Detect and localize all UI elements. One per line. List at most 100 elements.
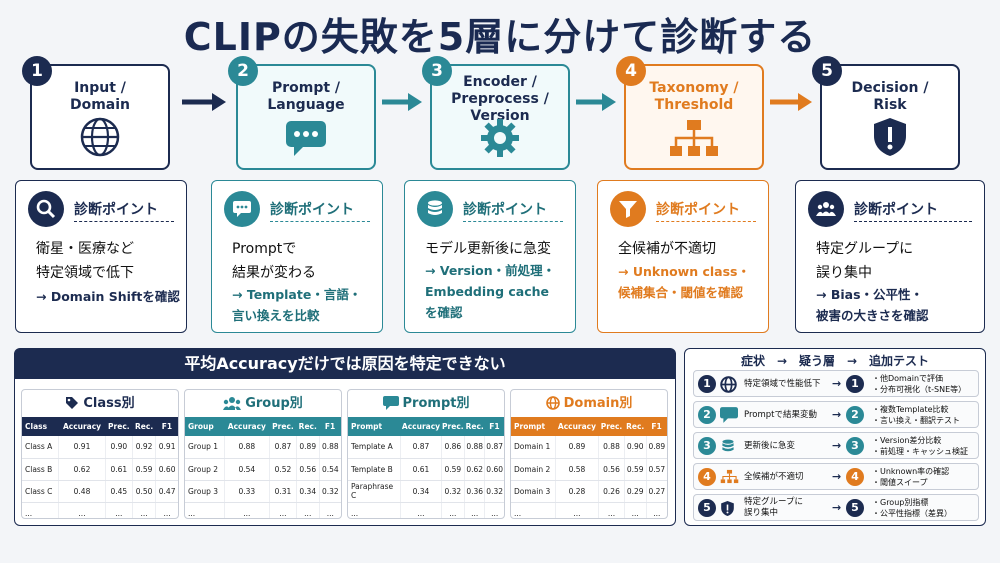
test-text: ・Unknown率の確認 ・閾値スイープ bbox=[872, 467, 950, 487]
layer-number: 3 bbox=[846, 437, 864, 455]
table-title: Class別 bbox=[83, 396, 135, 411]
stage-number: 5 bbox=[812, 56, 842, 86]
card-heading: 診断ポイント bbox=[270, 202, 354, 218]
shield-icon bbox=[721, 501, 734, 516]
card-action: → Version・前処理・ Embedding cache を確認 bbox=[425, 263, 556, 320]
layer-number: 2 bbox=[846, 406, 864, 424]
stage-number: 4 bbox=[616, 56, 646, 86]
database-icon bbox=[417, 191, 453, 227]
arrow-icon: → bbox=[832, 439, 842, 452]
stage-label: Encoder / Preprocess / Version bbox=[451, 74, 549, 124]
breakdown-banner: 平均Accuracyだけでは原因を特定できない bbox=[15, 349, 675, 379]
hierarchy-icon bbox=[720, 469, 739, 484]
stage-taxonomy-threshold: 4 Taxonomy / Threshold bbox=[616, 56, 764, 170]
stage-input-domain: 1 Input / Domain bbox=[22, 56, 170, 170]
group-icon bbox=[223, 397, 242, 410]
table-title: Prompt別 bbox=[402, 396, 470, 411]
flow-arrow-icon bbox=[770, 93, 812, 111]
card-body: Promptで 結果が変わる bbox=[232, 241, 316, 281]
flow-arrow-icon bbox=[576, 93, 616, 111]
row-number: 5 bbox=[698, 499, 716, 517]
table-row: ............... bbox=[348, 502, 504, 518]
row-number: 3 bbox=[698, 437, 716, 455]
symptom-test-panel: 症状 → 疑う層 → 追加テスト 1 特定領域で性能低下 → 1 ・他Domai… bbox=[684, 348, 986, 526]
diagnosis-card-taxonomy: 診断ポイント 全候補が不適切 → Unknown class・ 候補集合・閾値を… bbox=[597, 180, 769, 333]
card-action: → Domain Shiftを確認 bbox=[36, 289, 180, 304]
list-item: 2 Promptで結果変動 → 2 ・複数Template比較 ・言い換え・翻訳… bbox=[693, 401, 979, 428]
shield-icon bbox=[874, 118, 906, 156]
stage-label: Taxonomy / Threshold bbox=[649, 80, 739, 113]
globe-icon bbox=[545, 396, 560, 410]
table-header: Class別 bbox=[22, 390, 178, 417]
symptom-text: 全候補が不適切 bbox=[744, 471, 804, 482]
stage-label: Input / Domain bbox=[69, 80, 131, 113]
divider bbox=[854, 221, 972, 222]
arrow-icon: → bbox=[832, 501, 842, 514]
layer-number: 1 bbox=[846, 375, 864, 393]
table-row: ............... bbox=[511, 502, 667, 518]
card-body: 衛星・医療など 特定領域で低下 bbox=[36, 241, 134, 281]
card-heading: 診断ポイント bbox=[854, 202, 938, 218]
diagnosis-card-prompt: 診断ポイント Promptで 結果が変わる → Template・言語・ 言い換… bbox=[211, 180, 383, 333]
chat-bubble-icon bbox=[720, 407, 738, 423]
diagnosis-card-encoder: 診断ポイント モデル更新後に急変 → Version・前処理・ Embeddin… bbox=[404, 180, 576, 333]
globe-icon bbox=[80, 117, 120, 157]
stage-label: Prompt / Language bbox=[267, 80, 345, 113]
divider bbox=[656, 221, 756, 222]
stage-number: 1 bbox=[22, 56, 52, 86]
stage-number: 3 bbox=[422, 56, 452, 86]
database-icon bbox=[722, 439, 734, 452]
arrow-icon: → bbox=[832, 408, 842, 421]
globe-icon bbox=[720, 376, 737, 393]
search-icon bbox=[28, 191, 64, 227]
card-action: → Unknown class・ 候補集合・閾値を確認 bbox=[618, 264, 750, 300]
test-text: ・Group別指標 ・公平性指標（差異） bbox=[872, 498, 952, 518]
card-action: → Template・言語・ 言い換えを比較 bbox=[232, 287, 362, 323]
row-number: 4 bbox=[698, 468, 716, 486]
filter-icon bbox=[610, 191, 646, 227]
symptom-text: 特定グループに 誤り集中 bbox=[744, 497, 803, 518]
divider bbox=[74, 221, 174, 222]
arrow-icon: → bbox=[832, 470, 842, 483]
list-item: 3 更新後に急変 → 3 ・Version差分比較 ・前処理・キャッシュ検証 bbox=[693, 432, 979, 459]
stage-decision-risk: 5 Decision / Risk bbox=[812, 56, 960, 170]
card-action: → Bias・公平性・ 被害の大きさを確認 bbox=[816, 287, 929, 323]
gear-icon bbox=[481, 119, 519, 157]
symptom-text: Promptで結果変動 bbox=[744, 409, 817, 420]
stage-label: Decision / Risk bbox=[851, 80, 929, 113]
table-title: Domain別 bbox=[563, 396, 633, 411]
diagnosis-card-decision: 診断ポイント 特定グループに 誤り集中 → Bias・公平性・ 被害の大きさを確… bbox=[795, 180, 985, 333]
test-text: ・Version差分比較 ・前処理・キャッシュ検証 bbox=[872, 436, 968, 456]
table-row: ............... bbox=[185, 502, 341, 518]
stage-number: 2 bbox=[228, 56, 258, 86]
card-heading: 診断ポイント bbox=[74, 202, 158, 218]
table-header: Group別 bbox=[185, 390, 341, 417]
layer-number: 5 bbox=[846, 499, 864, 517]
list-item: 4 全候補が不適切 → 4 ・Unknown率の確認 ・閾値スイープ bbox=[693, 463, 979, 490]
table-header: Domain別 bbox=[511, 390, 667, 417]
hierarchy-icon bbox=[670, 120, 718, 156]
test-text: ・複数Template比較 ・言い換え・翻訳テスト bbox=[872, 405, 960, 425]
diagnosis-card-domain: 診断ポイント 衛星・医療など 特定領域で低下 → Domain Shiftを確認 bbox=[15, 180, 187, 333]
row-number: 2 bbox=[698, 406, 716, 424]
tag-icon bbox=[66, 397, 79, 409]
list-item: 1 特定領域で性能低下 → 1 ・他Domainで評価 ・分布可視化（t-SNE… bbox=[693, 370, 979, 397]
symptom-text: 特定領域で性能低下 bbox=[744, 378, 821, 389]
row-number: 1 bbox=[698, 375, 716, 393]
table-row: ............... bbox=[22, 502, 178, 518]
table-title: Group別 bbox=[245, 396, 303, 411]
